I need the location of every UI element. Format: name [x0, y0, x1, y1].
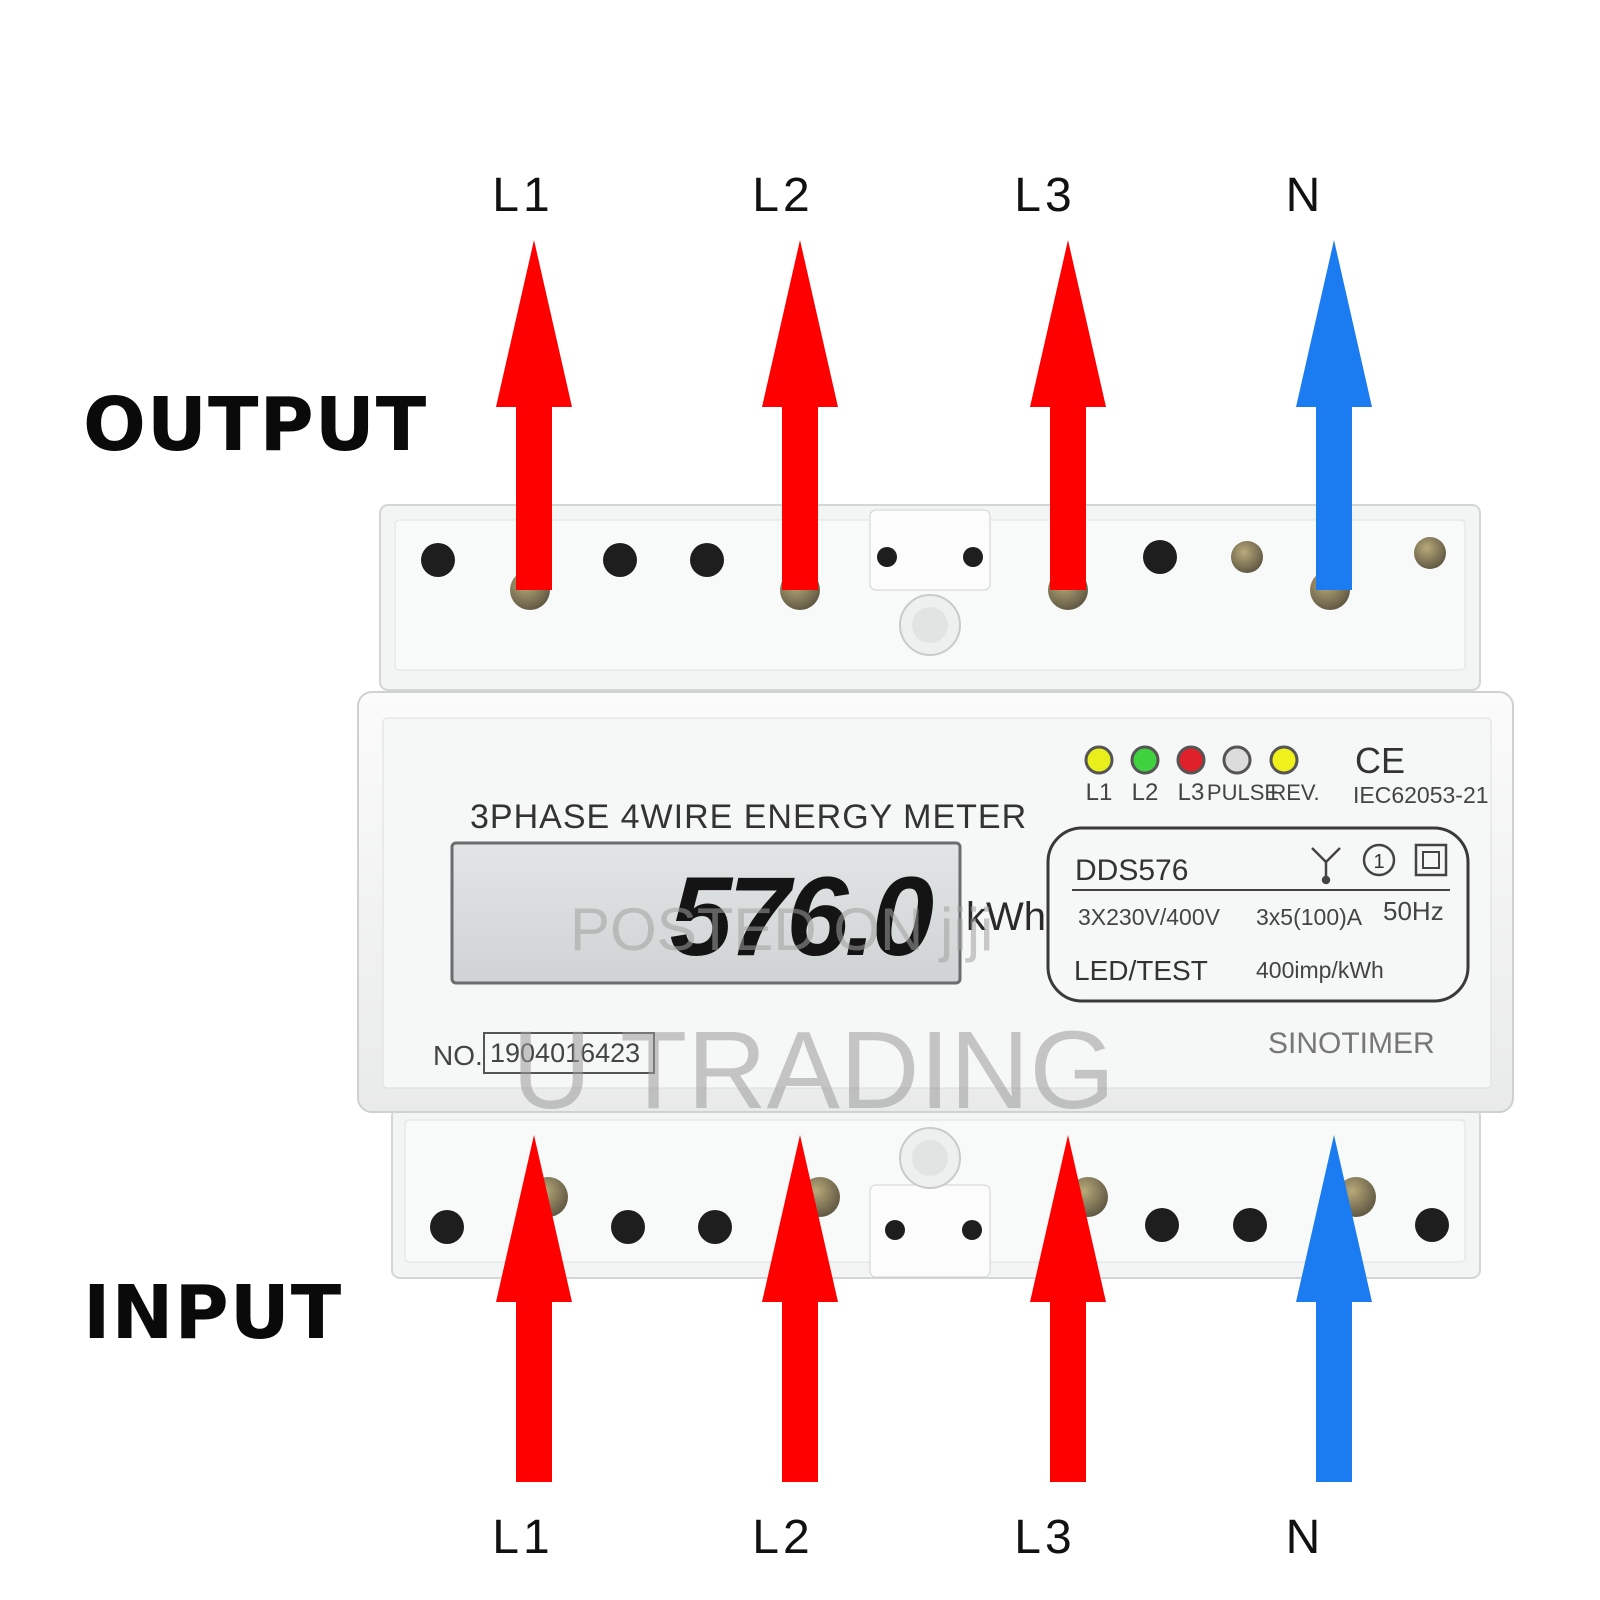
standard-label: IEC62053-21: [1353, 782, 1489, 808]
indicator-rev-light: [1269, 745, 1299, 775]
indicator-label-pulse: PULSE: [1207, 780, 1279, 805]
output-arrow-l1: [496, 240, 572, 590]
indicator-label-l1: L1: [1086, 779, 1113, 806]
trading-watermark: U TRADING: [512, 1009, 1115, 1132]
serial-box: [483, 1032, 655, 1074]
input-arrow-l1: [496, 1135, 572, 1482]
bottom-terminal-label-l3: L3: [1014, 1511, 1076, 1564]
output-arrow-l3: [1030, 240, 1106, 590]
brand-name: SINOTIMER: [1268, 1027, 1435, 1060]
input-arrow-l3: [1030, 1135, 1106, 1482]
indicator-l3-light: [1176, 745, 1206, 775]
spec-voltage: 3X230V/400V: [1078, 904, 1221, 930]
lcd-reading: 576.0: [670, 854, 934, 979]
class-circle-icon: [1362, 843, 1396, 877]
top-terminal-block: [379, 504, 1481, 691]
spec-current: 3x5(100)A: [1256, 904, 1363, 930]
lcd-unit: kWh: [966, 895, 1046, 939]
indicator-l2-light: [1130, 745, 1160, 775]
indicator-lights: [1084, 745, 1299, 775]
posted-watermark: POSTED ON jiji: [570, 896, 993, 963]
indicator-label-l2: L2: [1132, 779, 1159, 806]
indicator-label-l3: L3: [1178, 779, 1205, 806]
meter-title: 3PHASE 4WIRE ENERGY METER: [470, 798, 1027, 836]
output-label: OUTPUT: [83, 382, 428, 468]
bottom-terminal-label-l2: L2: [752, 1511, 814, 1564]
spec-led: LED/TEST: [1074, 955, 1208, 986]
double-insulation-icon: [1414, 843, 1448, 877]
serial-number: 1904016423: [490, 1038, 640, 1068]
spec-model: DDS576: [1075, 854, 1188, 887]
wye-symbol-icon: [1311, 847, 1341, 885]
spec-frequency: 50Hz: [1383, 896, 1444, 926]
serial-prefix: NO.: [433, 1040, 483, 1071]
input-label: INPUT: [83, 1270, 343, 1356]
ce-mark: CE: [1355, 740, 1405, 781]
input-arrow-n: [1296, 1135, 1372, 1482]
output-arrow-n: [1296, 240, 1372, 590]
top-terminal-label-l2: L2: [752, 169, 814, 222]
bottom-terminal-label-l1: L1: [492, 1511, 554, 1564]
indicator-l1-light: [1084, 745, 1114, 775]
spec-constant: 400imp/kWh: [1256, 957, 1384, 983]
indicator-label-rev: REV.: [1270, 780, 1319, 805]
top-terminal-label-l1: L1: [492, 169, 554, 222]
top-terminal-label-l3: L3: [1014, 169, 1076, 222]
bottom-terminal-block: [391, 1107, 1481, 1279]
output-arrow-l2: [762, 240, 838, 590]
spec-panel: DDS576 1 3X230V/400V 3x5(100)A 50Hz LED/…: [1046, 826, 1470, 1003]
bottom-terminal-label-n: N: [1285, 1511, 1325, 1564]
input-arrows: [496, 1135, 1372, 1482]
indicator-pulse-light: [1222, 745, 1252, 775]
output-arrows: [496, 240, 1372, 590]
class-circle-number: 1: [1373, 851, 1384, 873]
top-terminal-holes: [421, 540, 1177, 577]
lcd-display: 576.0 kWh: [450, 841, 1046, 985]
input-arrow-l2: [762, 1135, 838, 1482]
bottom-terminal-holes: [430, 1208, 1449, 1244]
top-terminal-label-n: N: [1285, 169, 1325, 222]
